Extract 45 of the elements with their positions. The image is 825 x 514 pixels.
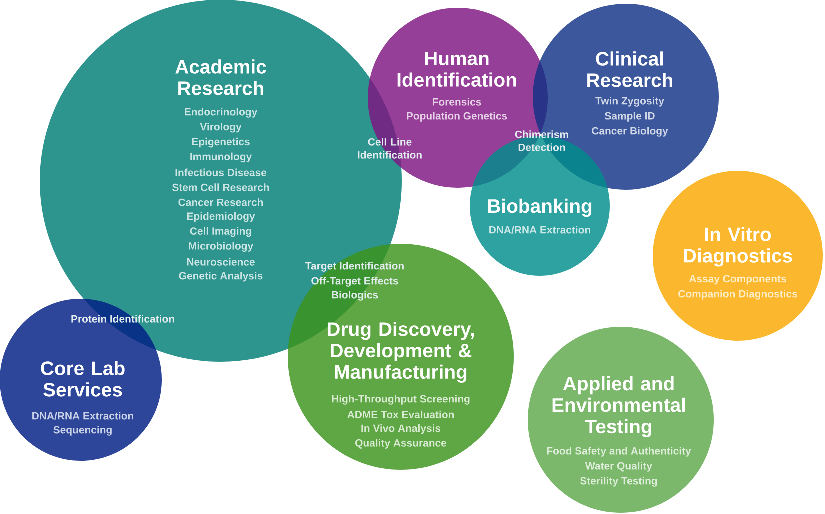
- list-item: Companion Diagnostics: [678, 290, 798, 300]
- circle-title: Academic Research: [176, 60, 266, 96]
- list-item: ADME Tox Evaluation: [348, 410, 454, 419]
- list-item: Twin Zygosity: [596, 97, 664, 107]
- list-item: Stem Cell Research: [172, 184, 270, 192]
- list-item: Sterility Testing: [580, 477, 658, 487]
- list-item: Cancer Research: [178, 198, 264, 206]
- overlap-label: Off-Target Effects: [312, 277, 398, 287]
- circle-title: Clinical Research: [588, 52, 672, 88]
- list-item: Quality Assurance: [356, 439, 447, 449]
- list-item: In Vivo Analysis: [362, 424, 441, 434]
- list-item: Population Genetics: [407, 112, 508, 122]
- overlap-label: Protein Identification: [72, 315, 174, 323]
- list-item: Water Quality: [586, 462, 652, 472]
- list-item: Cell Imaging: [190, 227, 252, 238]
- list-item: Virology: [200, 123, 242, 133]
- overlap-label: Chimerism Detection: [515, 130, 568, 152]
- circle-title: Core Lab Services: [41, 361, 125, 397]
- list-item: Food Safety and Authenticity: [547, 447, 692, 457]
- circle-title: Drug Discovery, Development & Manufacturing: [328, 322, 474, 383]
- category-circle: [288, 244, 514, 470]
- list-item: Neuroscience: [187, 258, 255, 266]
- list-item: Infectious Disease: [176, 168, 267, 176]
- circle-title: Applied and Environmental Testing: [552, 376, 686, 438]
- list-item: Sequencing: [54, 426, 112, 436]
- list-item: Sample ID: [605, 112, 655, 122]
- list-item: Cancer Biology: [592, 127, 668, 137]
- list-item: Immunology: [190, 152, 252, 163]
- overlap-label: Target Identification: [306, 262, 404, 272]
- circle-title: Human Identification: [398, 52, 516, 87]
- category-circle: [653, 171, 823, 341]
- list-item: DNA/RNA Extraction: [490, 226, 590, 234]
- category-circle: [528, 327, 714, 513]
- list-item: Forensics: [433, 98, 482, 106]
- circle-title: In Vitro Diagnostics: [684, 227, 792, 267]
- list-item: Epidemiology: [187, 212, 256, 222]
- overlap-label: Biologics: [332, 291, 378, 301]
- circle-title: Biobanking: [488, 198, 592, 218]
- list-item: Genetic Analysis: [179, 272, 263, 282]
- list-item: Microbiology: [189, 242, 254, 252]
- list-item: Assay Components: [689, 275, 786, 285]
- list-item: Endocrinology: [185, 108, 258, 118]
- list-item: DNA/RNA Extraction: [32, 412, 134, 420]
- list-item: Epigenetics: [192, 138, 250, 148]
- list-item: High-Throughput Screening: [332, 395, 470, 405]
